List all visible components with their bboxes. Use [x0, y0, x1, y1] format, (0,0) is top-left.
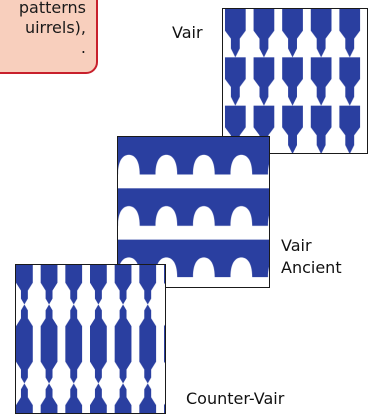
counter-vair-pattern — [15, 264, 166, 414]
vair-ancient-pattern-svg — [118, 137, 269, 287]
callout-box: patterns uirrels), . — [0, 0, 98, 74]
callout-line-1: patterns — [18, 0, 86, 17]
label-vair-ancient-1: Vair — [281, 236, 312, 255]
label-counter-vair: Counter-Vair — [186, 389, 285, 408]
label-vair-ancient-2: Ancient — [281, 258, 342, 277]
callout-line-3: . — [80, 38, 86, 57]
vair-pattern-svg — [223, 9, 367, 153]
vair-ancient-pattern — [117, 136, 270, 288]
callout-line-2: uirrels), — [24, 18, 86, 37]
label-vair: Vair — [172, 23, 203, 42]
counter-vair-pattern-svg — [16, 265, 165, 413]
vair-pattern — [222, 8, 368, 154]
